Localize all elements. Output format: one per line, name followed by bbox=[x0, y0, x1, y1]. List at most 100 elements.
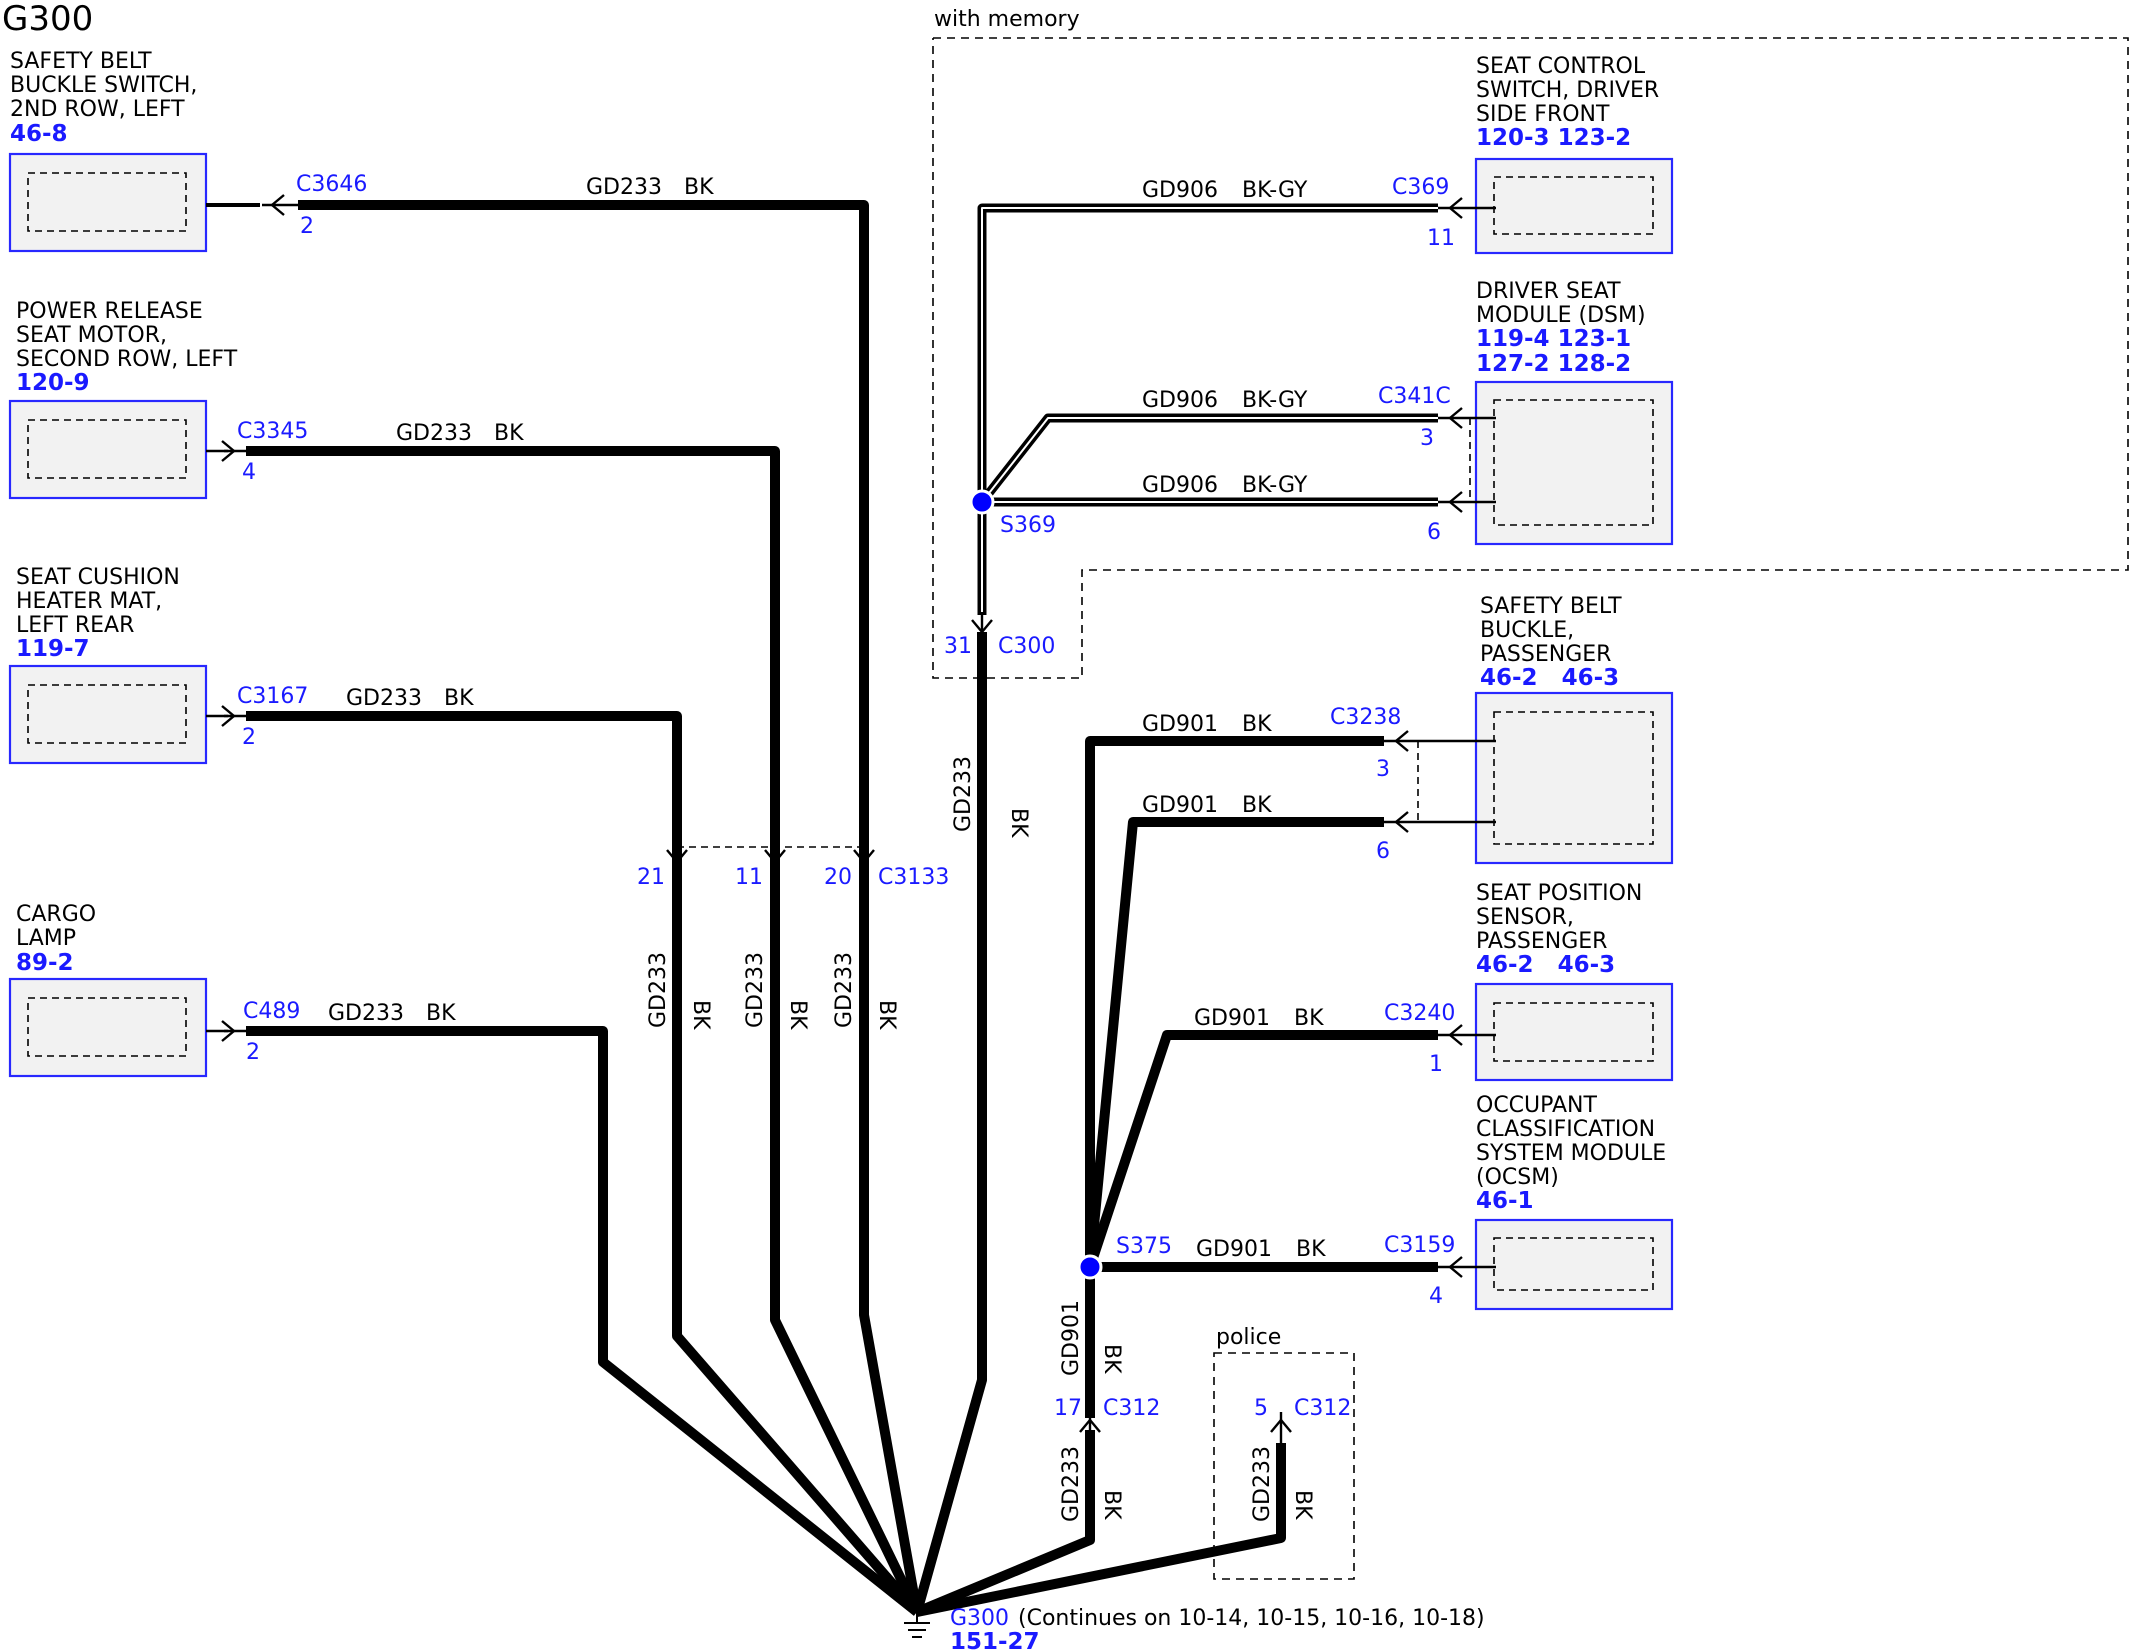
component-label: LAMP bbox=[16, 926, 76, 951]
wire-circuit-label: GD906 bbox=[1142, 388, 1218, 413]
wire-gd901-c3238-6 bbox=[1085, 817, 1384, 1268]
wire-gd233-c312-5 bbox=[916, 1443, 1286, 1617]
page-reference: 151-27 bbox=[950, 1629, 1040, 1651]
component-label: SEAT MOTOR, bbox=[16, 323, 167, 348]
connector-c312-5-pin bbox=[1270, 1412, 1292, 1444]
splice-s369-label: S369 bbox=[1000, 513, 1056, 538]
connector-pin-number: 6 bbox=[1376, 839, 1390, 864]
connector-pin-number: 21 bbox=[637, 865, 665, 890]
connector-pin-number: 1 bbox=[1429, 1052, 1443, 1077]
connector-id: C3238 bbox=[1330, 705, 1401, 730]
wire-gd233-c3345 bbox=[246, 446, 922, 1615]
wire-color-label: BK bbox=[426, 1001, 456, 1026]
component-safety-belt-2nd-row-left: SAFETY BELT BUCKLE SWITCH, 2ND ROW, LEFT… bbox=[8, 49, 208, 253]
ground-id: G300 bbox=[950, 1606, 1009, 1631]
component-label: LEFT REAR bbox=[16, 613, 134, 638]
component-label: HEATER MAT, bbox=[16, 589, 162, 614]
page-reference: 46-1 bbox=[1476, 1188, 1534, 1214]
wire-color-label: BK-GY bbox=[1242, 388, 1308, 413]
connector-pin-number: 11 bbox=[735, 865, 763, 890]
wire-gd901-c3240 bbox=[1085, 1030, 1438, 1269]
connector-c3133-pins bbox=[666, 830, 875, 880]
component-label: 2ND ROW, LEFT bbox=[10, 97, 185, 122]
page-reference: 89-2 bbox=[16, 950, 74, 976]
connector-c341c-pins bbox=[1438, 407, 1496, 513]
connector-id: C341C bbox=[1378, 384, 1451, 409]
component-label: BUCKLE SWITCH, bbox=[10, 73, 197, 98]
page-reference: 46-8 bbox=[10, 121, 68, 147]
wire-gd233-c312-17 bbox=[915, 1430, 1095, 1617]
connector-c300-pin bbox=[971, 612, 993, 640]
wire-circuit-label: GD233 bbox=[396, 421, 472, 446]
wire-circuit-label: GD233 bbox=[832, 952, 857, 1028]
wire-color-label: BK bbox=[1242, 793, 1272, 818]
component-label: (OCSM) bbox=[1476, 1165, 1559, 1190]
connector-pin-number: 2 bbox=[246, 1040, 260, 1065]
wire-circuit-label: GD901 bbox=[1142, 793, 1218, 818]
wire-color-label: BK bbox=[1006, 808, 1031, 838]
connector-id: C3133 bbox=[878, 865, 949, 890]
wire-color-label: BK bbox=[1290, 1490, 1315, 1520]
connector-pin-number: 3 bbox=[1376, 757, 1390, 782]
component-seat-position-sensor: SEAT POSITION SENSOR, PASSENGER 46-2 46-… bbox=[1474, 881, 1674, 1082]
component-label: SEAT CONTROL bbox=[1476, 54, 1646, 79]
wire-color-label: BK-GY bbox=[1242, 473, 1308, 498]
wire-color-label: BK bbox=[1099, 1344, 1124, 1374]
connector-id: C300 bbox=[998, 634, 1055, 659]
wire-gd233-c489 bbox=[246, 1026, 921, 1616]
wire-color-label: BK bbox=[444, 686, 474, 711]
wire-circuit-label: GD233 bbox=[328, 1001, 404, 1026]
police-region-label: police bbox=[1216, 1325, 1281, 1350]
page-reference: 120-9 bbox=[16, 370, 90, 396]
connector-c369-pin bbox=[1438, 197, 1496, 219]
splice-s375-label: S375 bbox=[1116, 1234, 1172, 1259]
component-label: POWER RELEASE bbox=[16, 299, 203, 324]
connector-id: C3646 bbox=[296, 172, 367, 197]
connector-id: C489 bbox=[243, 999, 300, 1024]
wire-gd233-c300 bbox=[912, 632, 987, 1614]
wire-circuit-label: GD901 bbox=[1142, 712, 1218, 737]
component-label: OCCUPANT bbox=[1476, 1093, 1598, 1118]
connector-pin-number: 17 bbox=[1054, 1396, 1082, 1421]
component-label: PASSENGER bbox=[1476, 929, 1607, 954]
wire-color-label: BK bbox=[688, 1000, 713, 1030]
connector-c3345-pin bbox=[221, 440, 246, 462]
wire-circuit-label: GD233 bbox=[1059, 1446, 1084, 1522]
wire-circuit-label: GD233 bbox=[951, 756, 976, 832]
connector-id: C3159 bbox=[1384, 1233, 1455, 1258]
connector-c3240-pin bbox=[1438, 1024, 1496, 1046]
page-reference: 119-7 bbox=[16, 636, 90, 662]
ground-icon bbox=[904, 1605, 930, 1638]
component-label: SENSOR, bbox=[1476, 905, 1574, 930]
component-label: CLASSIFICATION bbox=[1476, 1117, 1655, 1142]
connector-id: C369 bbox=[1392, 175, 1449, 200]
component-driver-seat-module: DRIVER SEAT MODULE (DSM) 119-4 123-1 127… bbox=[1474, 279, 1674, 546]
component-label: SWITCH, DRIVER bbox=[1476, 78, 1659, 103]
memory-region-label: with memory bbox=[934, 7, 1080, 32]
component-seat-cushion-heater-mat: SEAT CUSHION HEATER MAT, LEFT REAR 119-7 bbox=[8, 565, 208, 765]
component-label: BUCKLE, bbox=[1480, 618, 1574, 643]
connector-id: C312 bbox=[1294, 1396, 1351, 1421]
connector-pin-number: 31 bbox=[944, 634, 972, 659]
component-label: SAFETY BELT bbox=[10, 49, 152, 74]
connector-pin-number: 3 bbox=[1420, 426, 1434, 451]
connector-pin-number: 4 bbox=[1429, 1284, 1443, 1309]
wire-circuit-label: GD901 bbox=[1059, 1300, 1084, 1376]
wire-gd233-c3167 bbox=[246, 711, 921, 1616]
component-label: PASSENGER bbox=[1480, 642, 1611, 667]
wire-color-label: BK bbox=[785, 1000, 810, 1030]
wire-circuit-label: GD233 bbox=[1250, 1446, 1275, 1522]
connector-c3646-pin bbox=[262, 194, 298, 216]
component-power-release-seat-motor: POWER RELEASE SEAT MOTOR, SECOND ROW, LE… bbox=[8, 299, 238, 500]
wire-circuit-label: GD901 bbox=[1194, 1006, 1270, 1031]
wire-circuit-label: GD906 bbox=[1142, 473, 1218, 498]
component-label: SEAT CUSHION bbox=[16, 565, 180, 590]
wire-gd906-c369 bbox=[977, 203, 1438, 502]
connector-pin-number: 5 bbox=[1254, 1396, 1268, 1421]
splice-s375-dot bbox=[1077, 1254, 1103, 1280]
page-reference: 119-4 123-1 bbox=[1476, 326, 1631, 352]
connector-c489-pin bbox=[221, 1020, 246, 1042]
connector-id: C312 bbox=[1103, 1396, 1160, 1421]
connector-pin-number: 2 bbox=[300, 214, 314, 239]
